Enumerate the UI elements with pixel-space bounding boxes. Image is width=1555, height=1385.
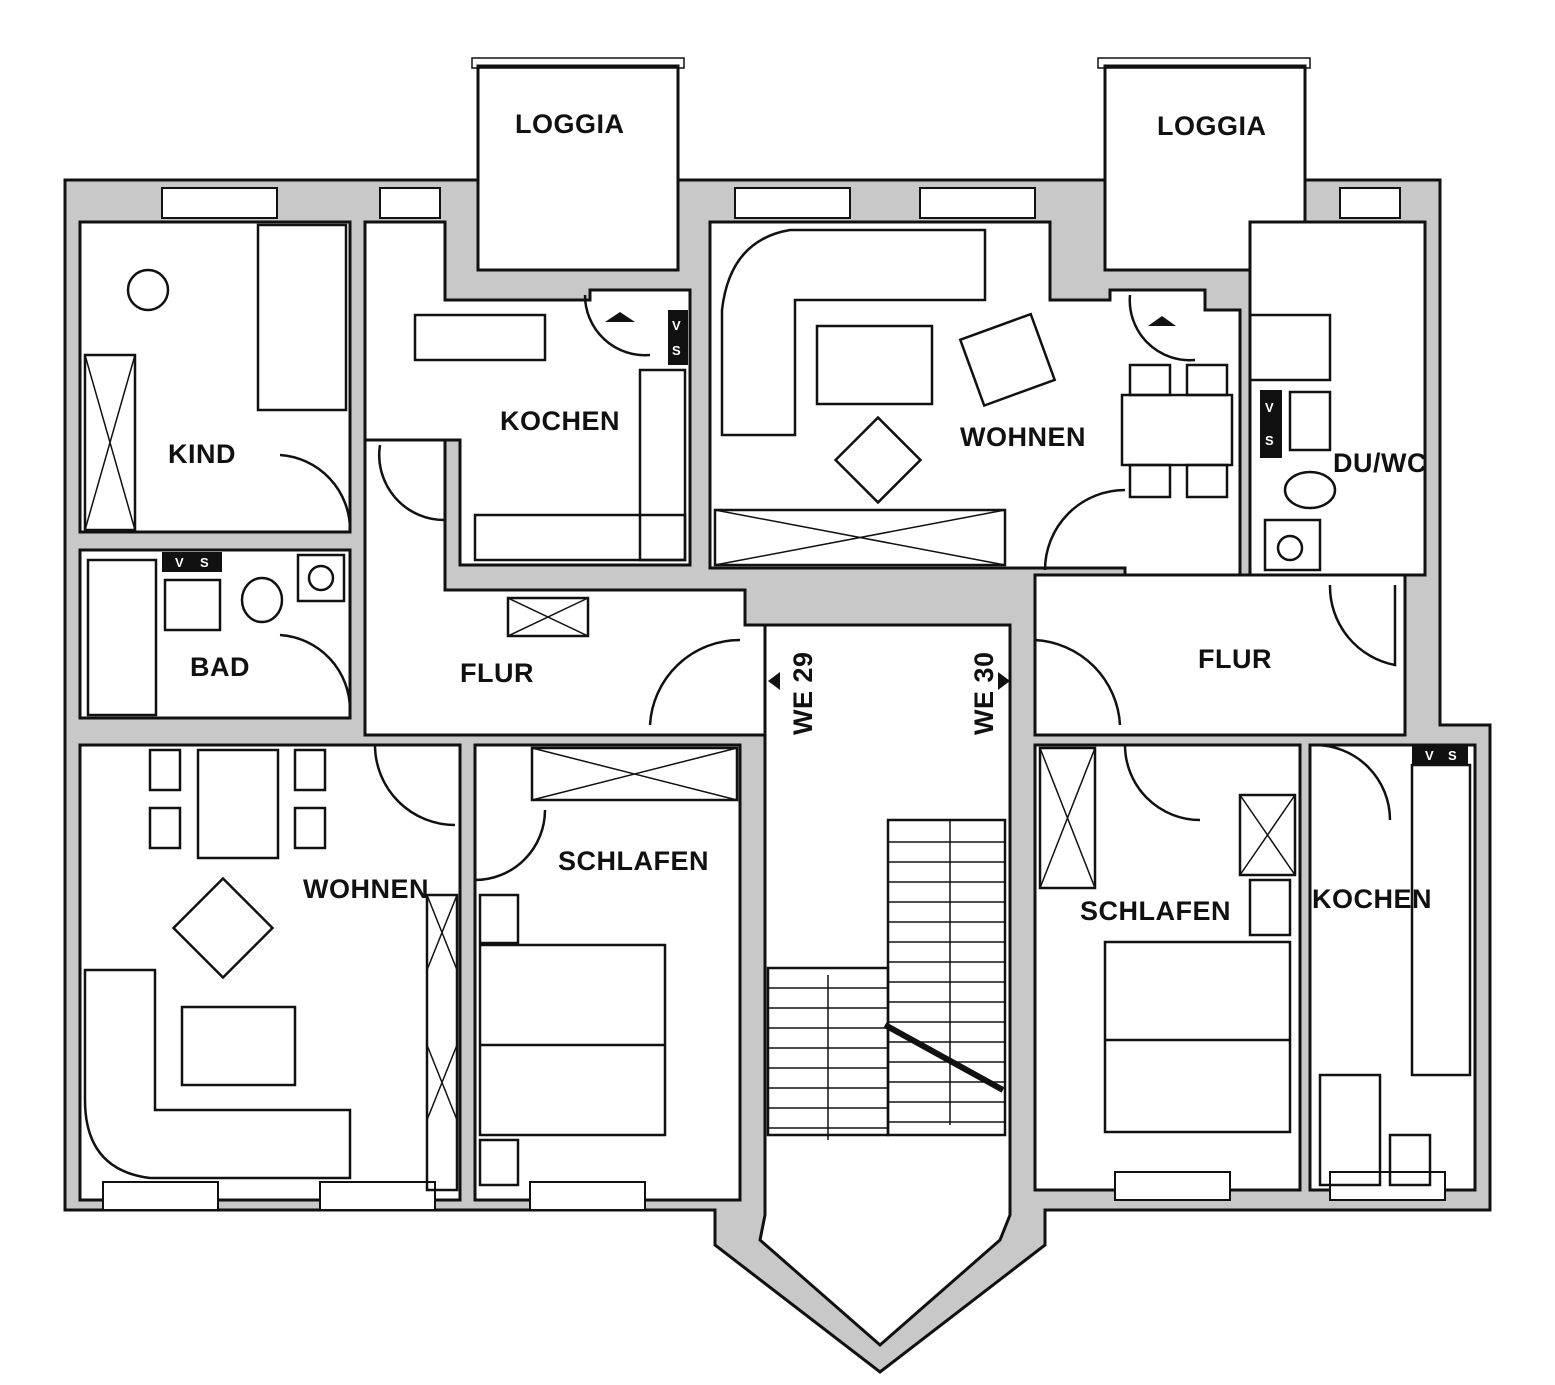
furniture xyxy=(83,223,1472,1192)
label-schlafen-left: SCHLAFEN xyxy=(558,846,709,876)
entry-arrow-we-29 xyxy=(768,672,780,690)
label-flur-left: FLUR xyxy=(460,658,534,688)
vs-symbols: V S V S V S V S xyxy=(175,310,1457,763)
room-wohnen-left xyxy=(78,743,462,1202)
vs-v: V xyxy=(1265,400,1274,415)
label-kochen-right: KOCHEN xyxy=(1312,884,1432,914)
loggia-left-rail xyxy=(471,57,685,69)
vs-s: S xyxy=(200,555,209,570)
vs-s: S xyxy=(1265,433,1274,448)
room-flur-right xyxy=(1033,573,1407,737)
label-flur-right: FLUR xyxy=(1198,644,1272,674)
label-wohnen-left: WOHNEN xyxy=(303,874,429,904)
label-kochen-left: KOCHEN xyxy=(500,406,620,436)
room-kochen-right xyxy=(1308,743,1477,1192)
label-schlafen-right: SCHLAFEN xyxy=(1080,896,1231,926)
vs-s: S xyxy=(672,343,681,358)
label-we-29: WE 29 xyxy=(788,651,818,735)
label-bad: BAD xyxy=(190,652,250,682)
label-we-30: WE 30 xyxy=(969,651,999,735)
room-kind xyxy=(78,220,352,534)
label-wohnen-right: WOHNEN xyxy=(960,422,1086,452)
stairs xyxy=(766,818,1007,1140)
label-loggia-left: LOGGIA xyxy=(515,109,625,139)
vs-v: V xyxy=(175,555,184,570)
windows xyxy=(102,187,1446,1211)
room-schlafen-left xyxy=(473,743,742,1202)
stairwell xyxy=(758,623,1012,1347)
vs-v: V xyxy=(672,318,681,333)
room-wohnen-right xyxy=(708,220,1242,577)
doors xyxy=(279,294,1397,882)
room-bad xyxy=(78,548,352,720)
vs-s: S xyxy=(1448,748,1457,763)
loggia-left xyxy=(476,64,680,272)
label-du-wc: DU/WC xyxy=(1333,448,1427,478)
vs-v: V xyxy=(1425,748,1434,763)
label-kind: KIND xyxy=(168,439,236,469)
label-loggia-right: LOGGIA xyxy=(1157,111,1267,141)
entry-arrow-we-30 xyxy=(998,672,1010,690)
loggia-right-rail xyxy=(1097,57,1311,69)
